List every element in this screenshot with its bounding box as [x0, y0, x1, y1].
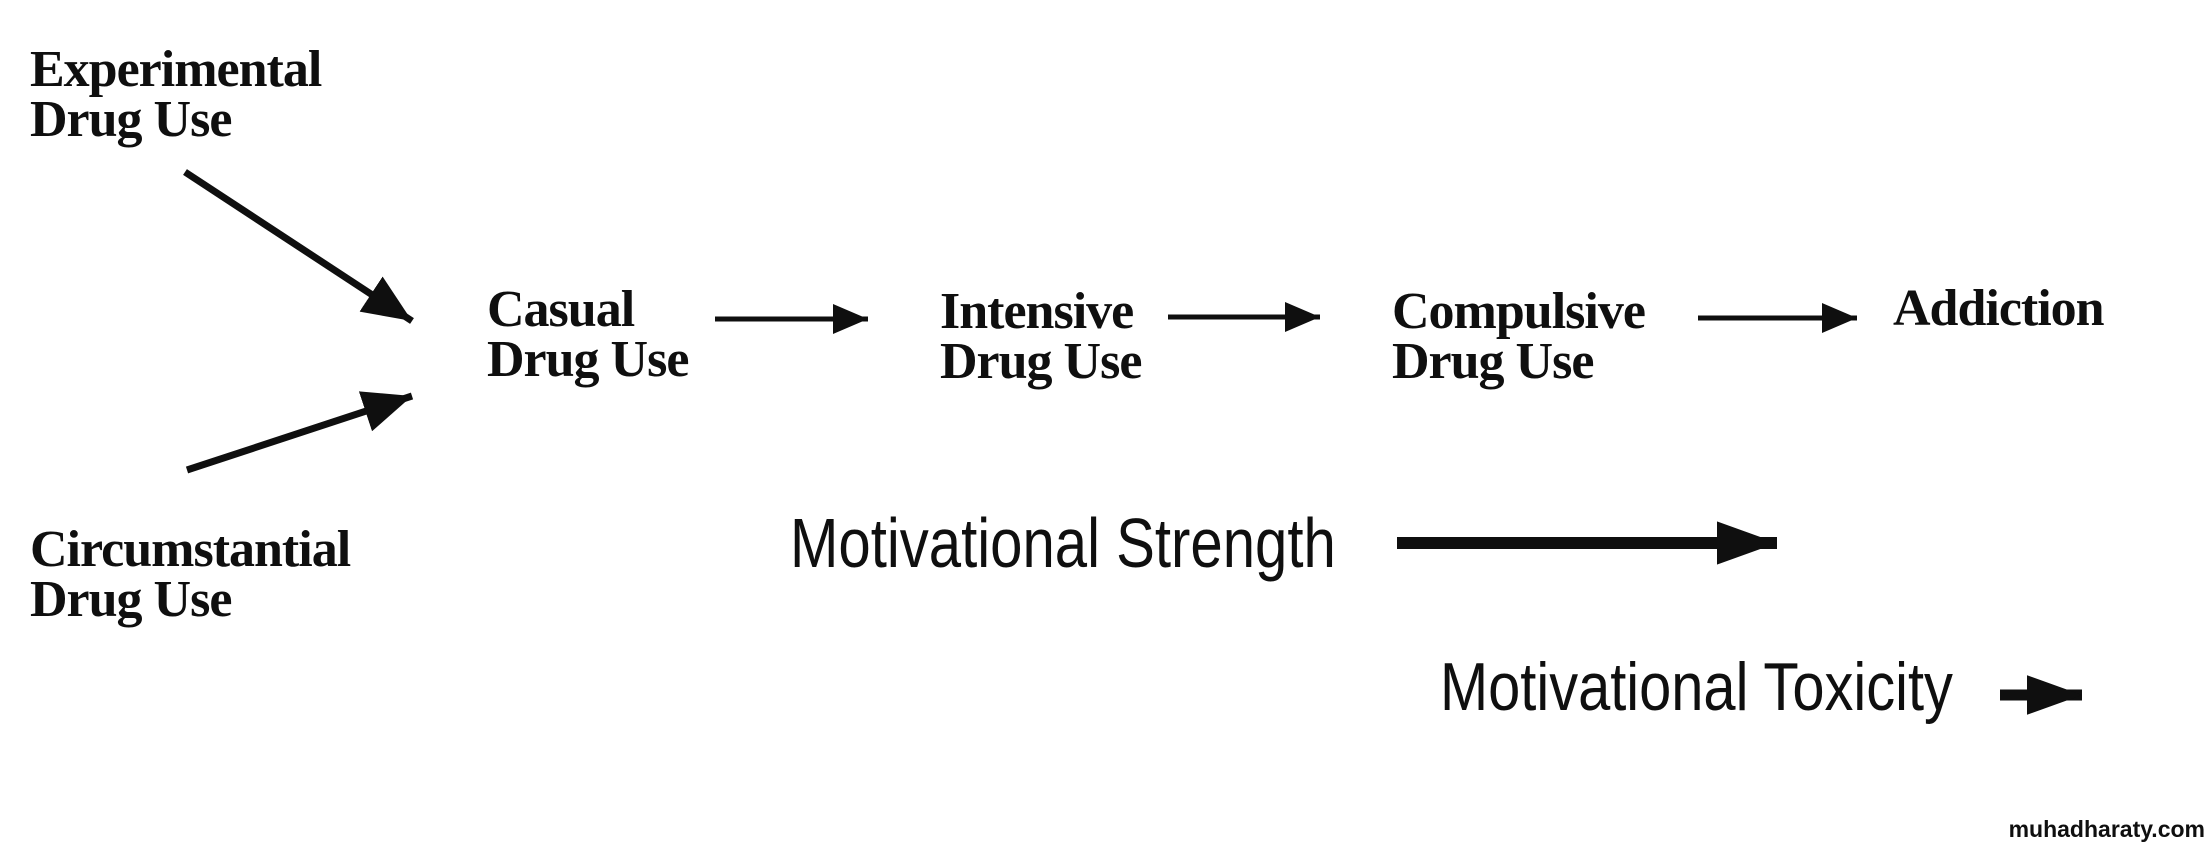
node-label-line2: Drug Use	[940, 333, 1142, 390]
node-label-line1: Intensive	[940, 283, 1134, 340]
arrow-circumstantial-to-casual	[185, 391, 414, 474]
node-intensive-drug-use: Intensive Drug Use	[940, 283, 1142, 390]
motivational-toxicity-label: Motivational Toxicity	[1440, 649, 1953, 725]
node-label-line2: Drug Use	[1392, 333, 1594, 390]
node-label-line2: Drug Use	[30, 571, 232, 628]
node-label-line1: Compulsive	[1392, 283, 1646, 340]
node-casual-drug-use: Casual Drug Use	[487, 281, 689, 388]
node-compulsive-drug-use: Compulsive Drug Use	[1392, 283, 1646, 390]
node-label-line1: Addiction	[1893, 280, 2105, 337]
node-addiction: Addiction	[1893, 280, 2105, 337]
node-experimental-drug-use: Experimental Drug Use	[30, 41, 322, 148]
motivational-strength-label: Motivational Strength	[790, 504, 1336, 582]
node-label-line1: Circumstantial	[30, 521, 351, 578]
node-label-line1: Casual	[487, 281, 635, 338]
watermark-text: muhadharaty.com	[2008, 816, 2205, 842]
node-circumstantial-drug-use: Circumstantial Drug Use	[30, 521, 351, 628]
node-label-line1: Experimental	[30, 41, 322, 98]
node-label-line2: Drug Use	[487, 331, 689, 388]
node-label-line2: Drug Use	[30, 91, 232, 148]
arrow-experimental-to-casual	[183, 169, 414, 324]
